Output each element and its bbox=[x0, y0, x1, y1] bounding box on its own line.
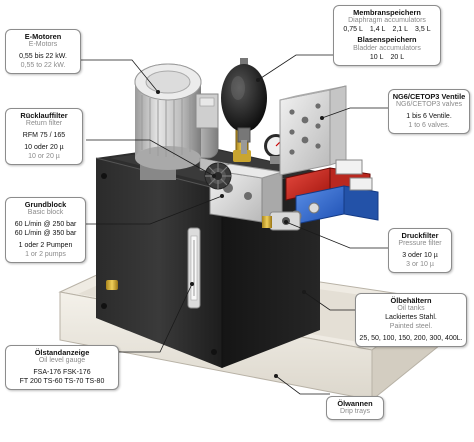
return-filter-rating-en: 10 or 20 µ bbox=[28, 153, 60, 161]
e-motors-subtitle: E-Motors bbox=[28, 41, 58, 49]
diaphragm-size: 3,5 L bbox=[415, 26, 431, 34]
return-filter-title: Rücklauffilter bbox=[20, 111, 68, 120]
return-filter-rating: 10 oder 20 µ bbox=[24, 144, 64, 152]
callout-oil-tanks: Ölbehältern Oil tanks Lackiertes Stahl. … bbox=[355, 293, 467, 348]
diaphragm-accumulators-title: Membranspeichern bbox=[353, 8, 421, 17]
return-filter bbox=[204, 162, 232, 190]
drain-plug bbox=[106, 280, 118, 290]
bladder-sizes: 10 L 20 L bbox=[337, 54, 437, 63]
diaphragm-size: 0,75 L bbox=[343, 26, 363, 34]
valves-title: NG6/CETOP3 Ventile bbox=[392, 92, 466, 101]
callout-pressure-filter: Druckfilter Pressure filter 3 oder 10 µ … bbox=[388, 228, 452, 274]
oil-tanks-subtitle: Oil tanks bbox=[397, 305, 425, 313]
valves-count: 1 bis 6 Ventile. bbox=[406, 113, 452, 121]
callout-valves: NG6/CETOP3 Ventile NG6/CETOP3 valves 1 b… bbox=[388, 89, 470, 135]
return-filter-subtitle: Return filter bbox=[25, 120, 63, 128]
pressure-filter-subtitle: Pressure filter bbox=[398, 240, 442, 248]
callout-oil-level-gauge: Ölstandanzeige Oil level gauge FSA-176 F… bbox=[5, 345, 119, 391]
pressure-filter-rating-en: 3 or 10 µ bbox=[406, 261, 434, 269]
pressure-filter-rating: 3 oder 10 µ bbox=[402, 252, 438, 260]
e-motors-title: E-Motoren bbox=[24, 32, 62, 41]
oil-tanks-sizes: 25, 50, 100, 150, 200, 300, 400L. bbox=[359, 335, 463, 343]
callout-e-motors: E-Motoren E-Motors 0,55 bis 22 kW. 0,55 … bbox=[5, 29, 81, 75]
basic-block-subtitle: Basic block bbox=[27, 209, 64, 217]
oil-tanks-material: Lackiertes Stahl. bbox=[385, 314, 437, 322]
bladder-accumulators-title: Blasenspeichern bbox=[357, 35, 417, 45]
diaphragm-size: 1,4 L bbox=[369, 26, 386, 34]
e-motors-range: 0,55 bis 22 kW. bbox=[19, 53, 67, 61]
oil-level-gauge-subtitle: Oil level gauge bbox=[38, 357, 86, 365]
return-filter-model: RFM 75 / 165 bbox=[22, 132, 66, 140]
valves-subtitle: NG6/CETOP3 valves bbox=[395, 101, 462, 109]
oil-level-gauge-models-2: FT 200 TS-60 TS-70 TS-80 bbox=[19, 378, 105, 386]
bladder-size: 10 L bbox=[369, 53, 384, 61]
leader-lines bbox=[80, 54, 392, 395]
diaphragm-sizes: 0,75 L 1,4 L 2,1 L 3,5 L bbox=[337, 26, 437, 35]
diaphragm-accumulators-subtitle: Diaphragm accumulators bbox=[348, 17, 426, 25]
oil-level-gauge-title: Ölstandanzeige bbox=[34, 348, 90, 357]
accumulator bbox=[221, 58, 267, 154]
bladder-size: 20 L bbox=[390, 53, 405, 61]
oil-level-gauge-models-1: FSA-176 FSK-176 bbox=[33, 369, 91, 377]
oil-level-gauge bbox=[187, 227, 201, 309]
drip-trays-title: Ölwannen bbox=[337, 399, 373, 408]
callout-return-filter: Rücklauffilter Return filter RFM 75 / 16… bbox=[5, 108, 83, 166]
basic-block-pumps-en: 1 or 2 pumps bbox=[25, 251, 66, 259]
callout-accumulators: Membranspeichern Diaphragm accumulators … bbox=[333, 5, 441, 66]
bladder-accumulators-subtitle: Bladder accumulators bbox=[353, 44, 421, 52]
valves-count-en: 1 to 6 valves. bbox=[408, 122, 450, 130]
basic-block-title: Grundblock bbox=[24, 200, 67, 209]
callout-drip-trays: Ölwannen Drip trays bbox=[326, 396, 384, 421]
oil-tanks-title: Ölbehältern bbox=[390, 296, 432, 305]
e-motors-range-en: 0,55 to 22 kW. bbox=[20, 62, 66, 70]
basic-block-pumps: 1 oder 2 Pumpen bbox=[18, 242, 73, 250]
oil-tanks-material-en: Painted steel. bbox=[389, 323, 433, 331]
drip-trays-subtitle: Drip trays bbox=[340, 408, 370, 416]
callout-basic-block: Grundblock Basic block 60 L/min @ 250 ba… bbox=[5, 197, 86, 264]
diaphragm-size: 2,1 L bbox=[392, 26, 409, 34]
valve-manifold bbox=[279, 85, 347, 176]
pressure-filter-title: Druckfilter bbox=[401, 231, 439, 240]
oil-tank bbox=[95, 144, 320, 368]
basic-block-flow-250: 60 L/min @ 250 bar bbox=[14, 221, 77, 229]
basic-block-flow-350: 60 L/min @ 350 bar bbox=[14, 230, 77, 238]
